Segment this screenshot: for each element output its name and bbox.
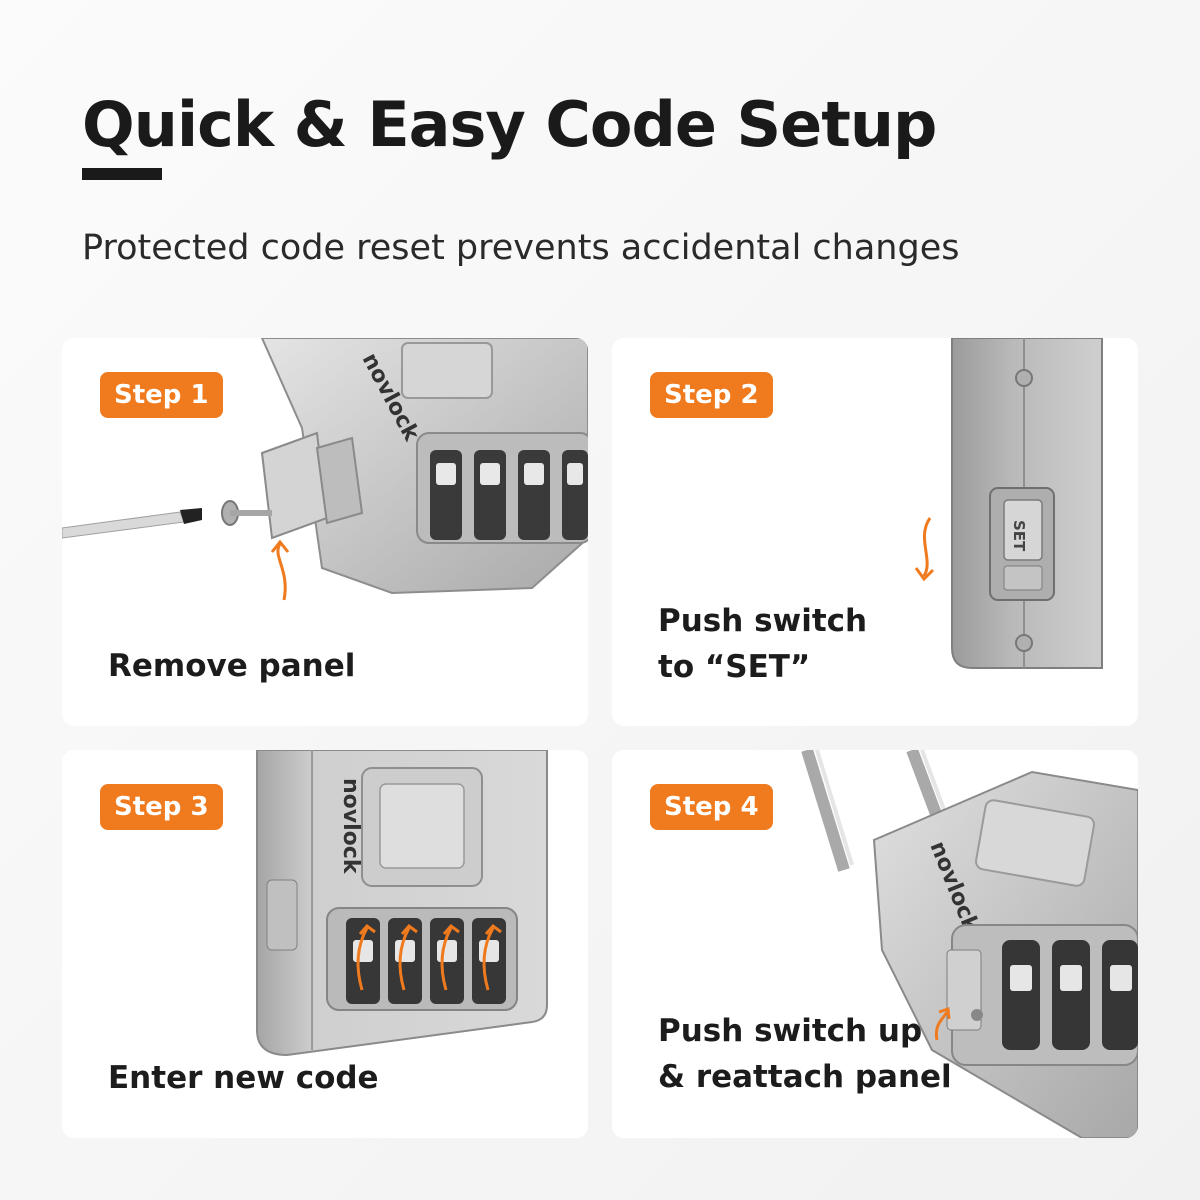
step-badge-3: Step 3 — [100, 784, 223, 830]
step-card-4: novlock Step 4 Push switch up & reattach… — [612, 750, 1138, 1138]
step-caption-4: Push switch up & reattach panel — [658, 1008, 952, 1100]
step-caption-2-line-2: to “SET” — [658, 649, 811, 685]
brand-logo-3: novlock — [338, 778, 363, 875]
step-badge-4: Step 4 — [650, 784, 773, 830]
lock-enter-code-illustration: novlock — [256, 750, 548, 1057]
lock-remove-panel-illustration: novlock — [62, 338, 588, 601]
step-badge-2: Step 2 — [650, 372, 773, 418]
step-caption-2: Push switch to “SET” — [658, 598, 867, 690]
step-caption-1: Remove panel — [108, 643, 355, 689]
step-caption-3-line-1: Enter new code — [108, 1060, 379, 1096]
switch-label: SET — [1010, 520, 1028, 552]
lock-reattach-panel-illustration: novlock — [801, 750, 1138, 1138]
step-caption-4-line-2: & reattach panel — [658, 1059, 952, 1095]
step-card-3: novlock Step 3 Enter new code — [62, 750, 588, 1138]
step-card-1: novlock Step 1 Remove panel — [62, 338, 588, 726]
page-subtitle: Protected code reset prevents accidental… — [82, 228, 960, 268]
title-underline — [82, 168, 162, 180]
step-caption-2-line-1: Push switch — [658, 603, 868, 639]
page-title: Quick & Easy Code Setup — [82, 88, 937, 161]
step-caption-4-line-1: Push switch up — [658, 1013, 923, 1049]
step-card-2: SET Step 2 Push switch to “SET” — [612, 338, 1138, 726]
lock-set-switch-illustration: SET — [914, 338, 1103, 669]
step-caption-3: Enter new code — [108, 1055, 379, 1101]
step-badge-1: Step 1 — [100, 372, 223, 418]
step-caption-1-line-1: Remove panel — [108, 648, 356, 684]
